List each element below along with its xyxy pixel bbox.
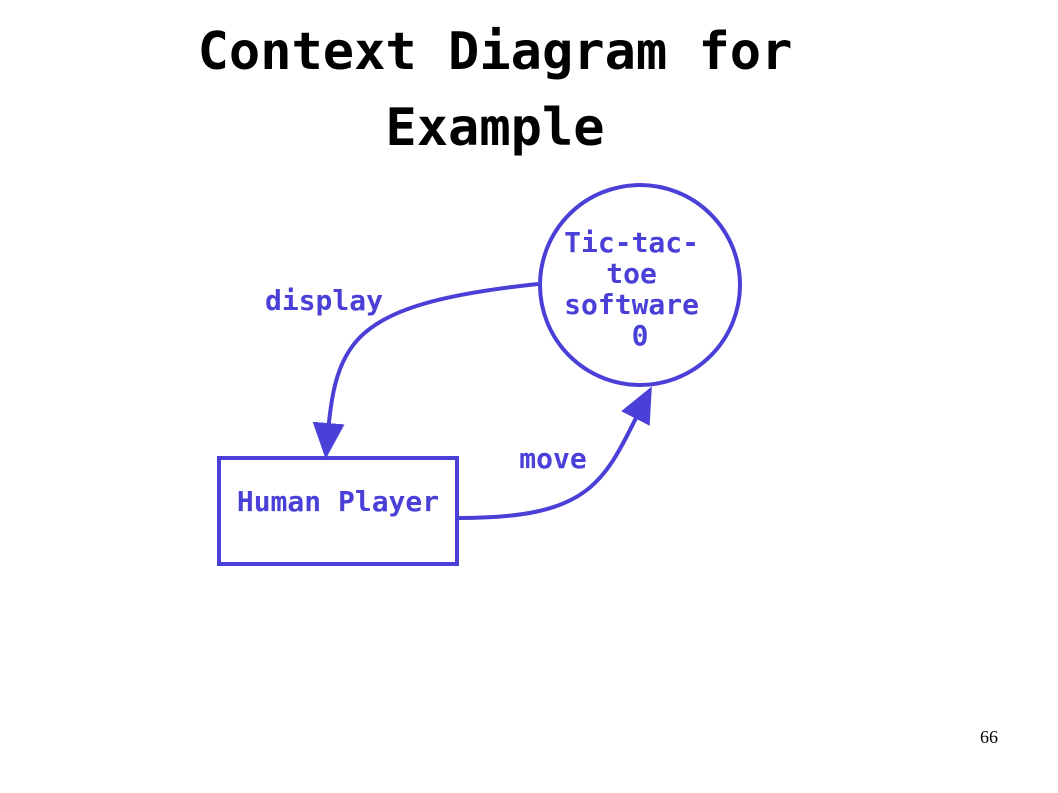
move-flow-label: move: [519, 442, 586, 475]
process-label-line: 0: [632, 319, 649, 352]
process-label: Tic-tac- toe software 0: [564, 226, 716, 352]
display-flow-arrow: [312, 282, 539, 459]
page-number: 66: [980, 727, 998, 747]
move-flow-arrow: [458, 386, 652, 520]
process-circle: [538, 183, 742, 387]
slide-title-line-2: Example: [385, 98, 605, 158]
display-flow-label: display: [265, 284, 383, 317]
slide-title-line-1: Context Diagram for: [197, 22, 793, 82]
process-label-line: software: [564, 288, 699, 321]
entity-label: Human Player: [237, 485, 439, 518]
process-label-line: toe: [606, 257, 657, 290]
process-label-line: Tic-tac-: [564, 226, 699, 259]
